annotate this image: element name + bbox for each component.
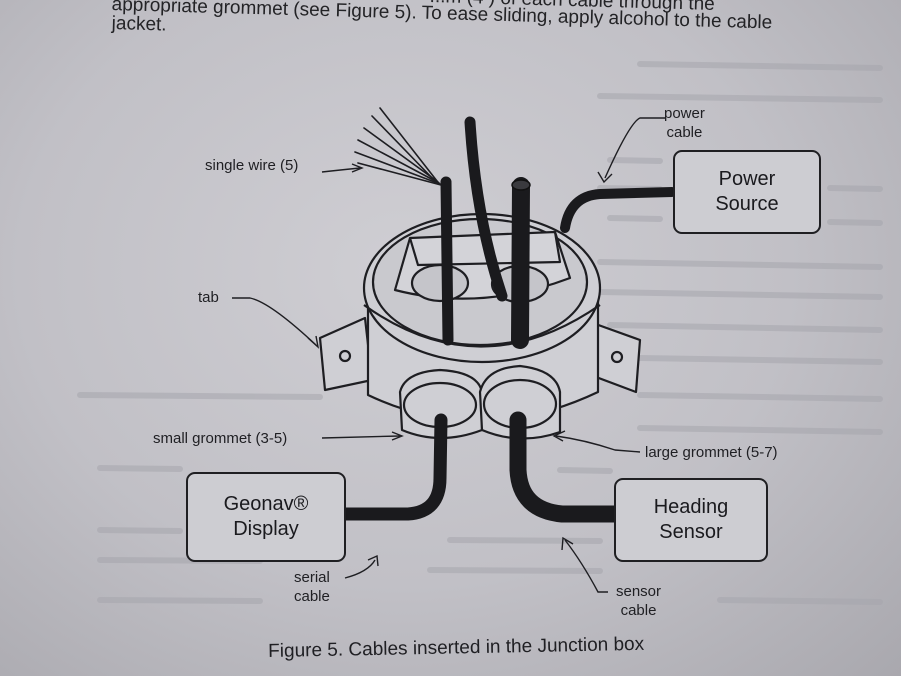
leader-lines: [232, 117, 665, 593]
power-source-label: Power Source: [715, 168, 779, 215]
bleed-through-text: [77, 61, 883, 605]
leader-power-cable: [604, 117, 665, 179]
label-power-cable: power cable: [664, 105, 705, 141]
single-wire-bundle: [354, 107, 442, 186]
leader-serial-cable: [344, 559, 376, 579]
label-small-grommet: small grommet (3-5): [153, 430, 288, 447]
label-large-grommet: large grommet (5-7): [645, 444, 778, 461]
serial-cable: [338, 413, 448, 521]
sensor-cable: [509, 411, 627, 523]
geonav-display-box: Geonav® Display: [186, 472, 346, 562]
leader-single-wire: [321, 167, 361, 173]
label-single-wire: single wire (5): [205, 157, 299, 174]
leader-large-grommet: [555, 435, 641, 453]
geonav-display-label: Geonav® Display: [223, 493, 309, 540]
leader-small-grommet: [321, 435, 401, 439]
junction-box: [318, 212, 642, 440]
leader-sensor-cable: [564, 539, 608, 593]
single-wire-cable: [440, 176, 454, 346]
heading-sensor-box: Heading Sensor: [614, 478, 768, 562]
leader-tab: [232, 297, 317, 346]
left-tab-hole: [338, 349, 352, 363]
vertical-cable: [511, 177, 530, 349]
heading-sensor-label: Heading Sensor: [653, 496, 729, 543]
right-tab-hole: [610, 350, 624, 364]
power-source-box: Power Source: [673, 150, 821, 234]
cables: [338, 107, 677, 523]
inner-port-left: [410, 263, 470, 303]
label-tab: tab: [198, 289, 219, 306]
label-sensor-cable: sensor cable: [616, 583, 662, 619]
power-cable: [560, 187, 677, 233]
label-serial-cable: serial cable: [294, 569, 330, 605]
center-cable: [464, 116, 508, 302]
